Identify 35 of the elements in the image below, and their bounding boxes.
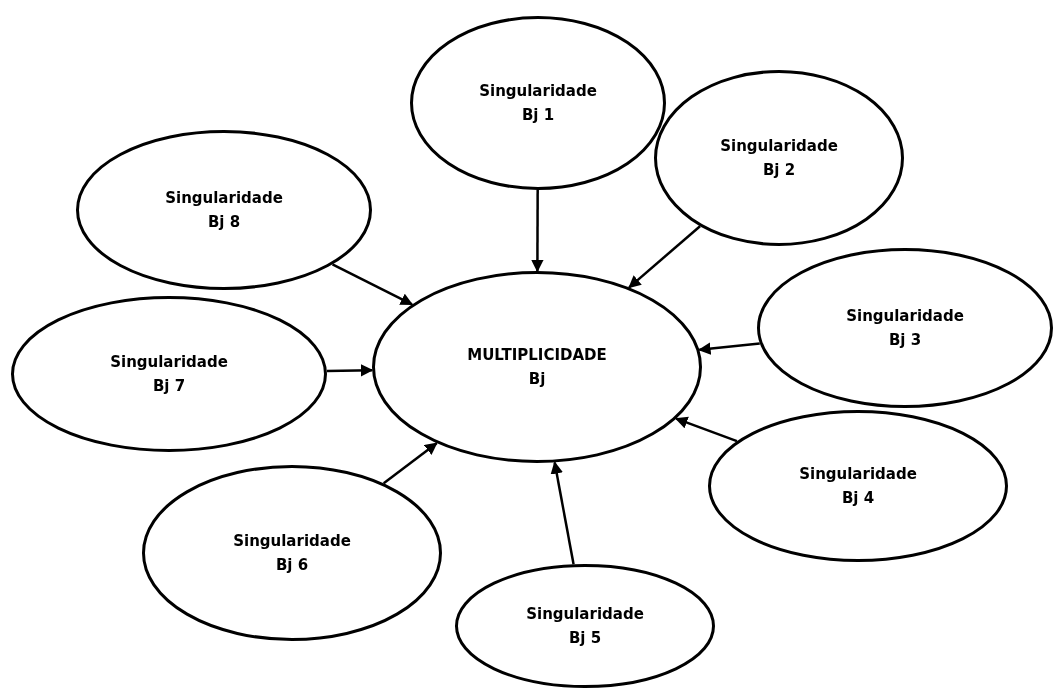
node-title: Singularidade	[233, 531, 351, 552]
ellipse-node	[76, 130, 372, 290]
arrow	[326, 364, 374, 377]
ellipse-node	[757, 248, 1053, 408]
node-subtitle: Bj 3	[888, 330, 922, 351]
arrow	[550, 461, 575, 565]
node-subtitle: Bj 1	[521, 105, 555, 126]
node-title: Singularidade	[720, 136, 838, 157]
arrow	[331, 263, 414, 306]
ellipse-node	[455, 564, 715, 688]
arrow	[628, 225, 701, 289]
node-subtitle: Bj 7	[152, 376, 186, 397]
node-title: Singularidade	[165, 188, 283, 209]
arrow	[698, 342, 760, 355]
node-subtitle: Bj 4	[841, 488, 875, 509]
ellipse-node	[142, 465, 442, 641]
node-subtitle: Bj	[528, 369, 546, 390]
ellipse-node	[372, 271, 702, 463]
arrow	[382, 442, 438, 485]
node-title: Singularidade	[110, 352, 228, 373]
node-title: Singularidade	[479, 81, 597, 102]
arrow	[531, 190, 544, 273]
node-title: Singularidade	[799, 464, 917, 485]
node-title: Singularidade	[846, 306, 964, 327]
arrow	[675, 416, 738, 443]
node-subtitle: Bj 6	[275, 555, 309, 576]
node-subtitle: Bj 5	[568, 628, 602, 649]
ellipse-node	[410, 16, 666, 190]
node-title: Singularidade	[526, 604, 644, 625]
node-title: MULTIPLICIDADE	[467, 345, 607, 366]
ellipse-node	[708, 410, 1008, 562]
ellipse-node	[654, 70, 904, 246]
ellipse-node	[11, 296, 327, 452]
node-subtitle: Bj 2	[762, 160, 796, 181]
node-subtitle: Bj 8	[207, 212, 241, 233]
